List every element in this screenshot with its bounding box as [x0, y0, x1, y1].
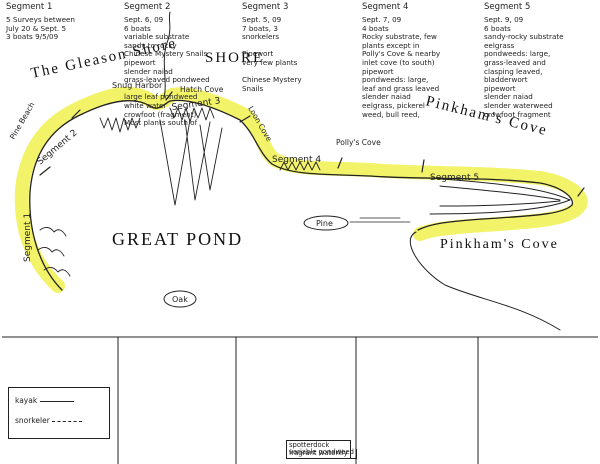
segment-label-1: Segment 1 [23, 213, 33, 262]
shoreline [29, 99, 574, 291]
oak-island [163, 290, 197, 308]
shore-title-2: SHORE [205, 50, 264, 66]
column-title: Segment 3 [242, 2, 289, 12]
shore-vegetation [99, 107, 321, 171]
west-vegetation [37, 227, 71, 277]
label-oak-island: Oak [172, 295, 188, 304]
survey-route-highlight [14, 87, 588, 293]
table-grid [2, 336, 598, 464]
pond-map: The Gleason Shore SHORE GREAT POND Pinkh… [8, 11, 588, 331]
label-hatch-cove: Hatch Cove [180, 85, 224, 94]
column-title: Segment 1 [6, 2, 53, 12]
legend-snorkeler: snorkeler [15, 416, 83, 425]
segment-markers [39, 91, 585, 197]
column-title: Segment 5 [484, 2, 531, 12]
segment-label-4: Segment 4 [272, 155, 321, 165]
legend: kayak snorkeler [8, 387, 110, 439]
stream [163, 11, 171, 99]
pinkhams-cove-inlet [429, 177, 571, 215]
table-column-segment-1: Segment 1 5 Surveys between July 20 & Se… [6, 0, 116, 127]
label-pollys-cove: Polly's Cove [336, 138, 381, 147]
column-line: Sept. 9, 09 6 boats sandy-rocky substrat… [484, 15, 564, 119]
boxed-note-lower: variable pondweed [286, 448, 357, 459]
column-line: Sept. 6, 09 6 boats variable substrate s… [124, 15, 210, 128]
segment-label-5: Segment 5 [430, 173, 479, 183]
table-column-segment-3: Segment 3 Sept. 5, 09 7 boats, 3 snorkel… [242, 0, 354, 127]
column-line: Sept. 7, 09 4 boats Rocky substrate, few… [362, 15, 441, 119]
column-line: 5 Surveys between July 20 & Sept. 5 3 bo… [6, 15, 75, 42]
label-pine-island: Pine [316, 219, 333, 228]
table-column-segment-5: Segment 5 Sept. 9, 09 6 boats sandy-rock… [484, 0, 598, 127]
label-snug-harbor: Snug Harbor [112, 81, 163, 90]
column-line: Sept. 5, 09 7 boats, 3 snorkelers Pipewo… [242, 15, 302, 93]
pine-island [303, 215, 349, 231]
pine-island-dots [349, 217, 411, 223]
column-title: Segment 2 [124, 2, 171, 12]
pond-name: GREAT POND [112, 229, 243, 249]
column-title: Segment 4 [362, 2, 409, 12]
legend-kayak: kayak [15, 396, 74, 405]
table-column-segment-4: Segment 4 Sept. 7, 09 4 boats Rocky subs… [362, 0, 476, 127]
cove-name-lower: Pinkham's Cove [440, 237, 559, 252]
table-column-segment-2: Segment 2 Sept. 6, 09 6 boats variable s… [124, 0, 234, 127]
hatch-cove-spikes [159, 119, 223, 206]
south-shore [409, 231, 561, 331]
